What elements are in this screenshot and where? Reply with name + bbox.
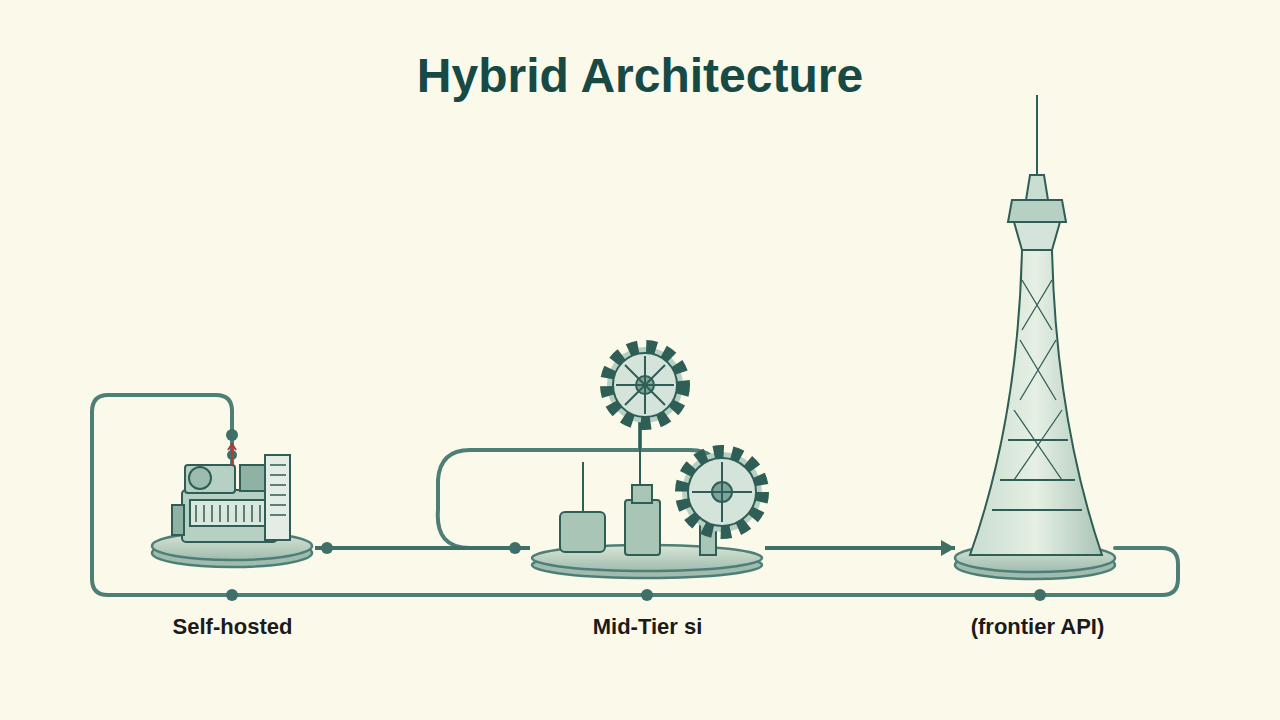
tier-label: (frontier API) [968,614,1108,640]
connector [315,548,530,549]
tier-label: Mid-Tier si [590,614,706,640]
tier-node: Mid-Tier si [530,330,765,640]
tier-node: (frontier API) [955,95,1120,640]
connector [765,540,955,556]
tier-label: Self-hosted [170,614,296,640]
diagram-title: Hybrid Architecture [0,48,1280,103]
tier-node: Self-hosted [150,430,315,640]
